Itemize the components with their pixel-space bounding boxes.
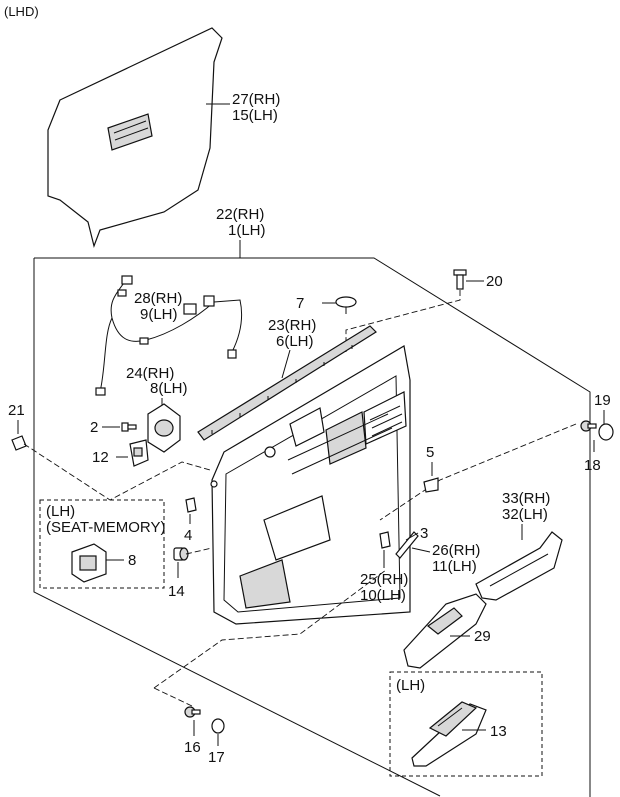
cap-19-icon: [598, 423, 614, 441]
cap-17-icon: [211, 718, 225, 734]
callout-8-memory: 8: [128, 552, 136, 569]
weatherstrip-23-6: [197, 325, 377, 441]
dash-guide-20: [345, 290, 461, 352]
screw-18-icon: [580, 420, 597, 432]
callout-19: 19: [594, 392, 611, 409]
seat-memory-switch-icon: [71, 543, 107, 583]
callout-13: 13: [490, 723, 507, 740]
dash-guide-14: [185, 547, 213, 555]
latch-12-icon: [129, 439, 149, 467]
callout-28-rh: 28(RH): [134, 290, 182, 307]
callout-29: 29: [474, 628, 491, 645]
callout-20: 20: [486, 273, 503, 290]
clip-25-10-icon: [379, 531, 391, 549]
door-trim-panel: [210, 345, 411, 625]
callout-21: 21: [8, 402, 25, 419]
callout-12: 12: [92, 449, 109, 466]
callout-2: 2: [90, 419, 98, 436]
callout-1-lh: 1(LH): [228, 222, 266, 239]
door-insulation-sheet: [47, 27, 223, 249]
dash-guide-18: [379, 423, 577, 521]
callout-14: 14: [168, 583, 185, 600]
callout-5: 5: [426, 444, 434, 461]
clip-5-icon: [423, 477, 439, 493]
screw-20-icon: [453, 269, 467, 290]
variant-label: (LHD): [4, 4, 39, 19]
callout-11-lh: 11(LH): [432, 558, 477, 575]
callout-22-rh: 22(RH): [216, 206, 264, 223]
wiring-harness: [95, 275, 243, 396]
callout-25-rh: 25(RH): [360, 571, 408, 588]
callout-8-lh: 8(LH): [150, 380, 188, 397]
inside-handle-24-8: [147, 403, 181, 453]
seat-memory-label: (SEAT-MEMORY): [46, 519, 165, 536]
dash-guide-21: [23, 443, 211, 501]
callout-18: 18: [584, 457, 601, 474]
leader-26-11: [411, 547, 431, 553]
callout-17: 17: [208, 749, 225, 766]
callout-24-rh: 24(RH): [126, 365, 174, 382]
garnish-33-32: [475, 531, 563, 601]
callout-15-lh: 15(LH): [232, 107, 278, 124]
callout-33-rh: 33(RH): [502, 490, 550, 507]
callout-9-lh: 9(LH): [140, 306, 178, 323]
assembly-outline: [33, 257, 591, 797]
dash-guide-16: [153, 687, 193, 707]
callout-3: 3: [420, 525, 428, 542]
callout-4: 4: [184, 527, 192, 544]
callout-10-lh: 10(LH): [360, 587, 406, 604]
power-window-switch-box: [389, 671, 543, 777]
callout-16: 16: [184, 739, 201, 756]
callout-26-rh: 26(RH): [432, 542, 480, 559]
leader-3: [405, 532, 419, 541]
callout-7: 7: [296, 295, 304, 312]
seat-memory-box: [39, 499, 165, 589]
clip-21-icon: [11, 435, 27, 451]
dash-guide-lower: [153, 569, 387, 689]
power-window-switch-13: [411, 701, 487, 767]
screw-16-icon: [184, 706, 201, 718]
seat-memory-label-lh: (LH): [46, 503, 75, 520]
callout-6-lh: 6(LH): [276, 333, 314, 350]
switch-box-label-lh: (LH): [396, 677, 425, 694]
bulb-14-icon: [173, 547, 189, 561]
switch-panel-29: [403, 593, 487, 669]
callout-32-lh: 32(LH): [502, 506, 548, 523]
clip-4-icon: [185, 497, 197, 513]
screw-2-icon: [121, 422, 137, 432]
callout-23-rh: 23(RH): [268, 317, 316, 334]
clip-7-icon: [335, 296, 357, 314]
leader-23-6: [281, 349, 291, 379]
callout-27-rh: 27(RH): [232, 91, 280, 108]
